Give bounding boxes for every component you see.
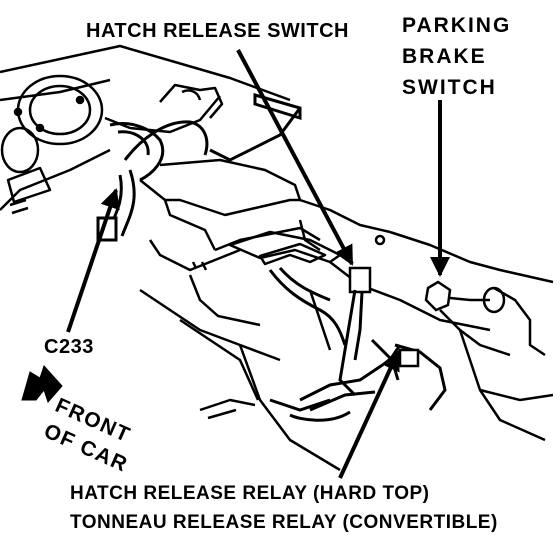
parking-brake-assembly — [424, 280, 546, 357]
relay-arrow — [338, 350, 400, 479]
hatch-release-switch-label: HATCH RELEASE SWITCH — [86, 20, 349, 42]
front-of-car-arrow — [21, 365, 63, 403]
connector-c233-label: C233 — [44, 336, 94, 358]
tonneau-release-relay-label: TONNEAU RELEASE RELAY (CONVERTIBLE) — [70, 512, 498, 533]
parking-brake-line-2: BRAKE — [402, 45, 487, 68]
hatch-release-relay-label: HATCH RELEASE RELAY (HARD TOP) — [70, 483, 430, 504]
c233-arrow — [66, 188, 120, 333]
leader-arrows — [66, 49, 450, 479]
center-console — [139, 158, 554, 472]
parking-brake-line-3: SWITCH — [402, 76, 497, 99]
wiring-harness — [96, 93, 302, 242]
parking-brake-switch-label: PARKING BRAKE SWITCH — [402, 10, 511, 103]
switch-wiring — [268, 266, 447, 422]
parking-brake-line-1: PARKING — [402, 14, 512, 37]
hatch-switch-arrow — [236, 49, 354, 266]
